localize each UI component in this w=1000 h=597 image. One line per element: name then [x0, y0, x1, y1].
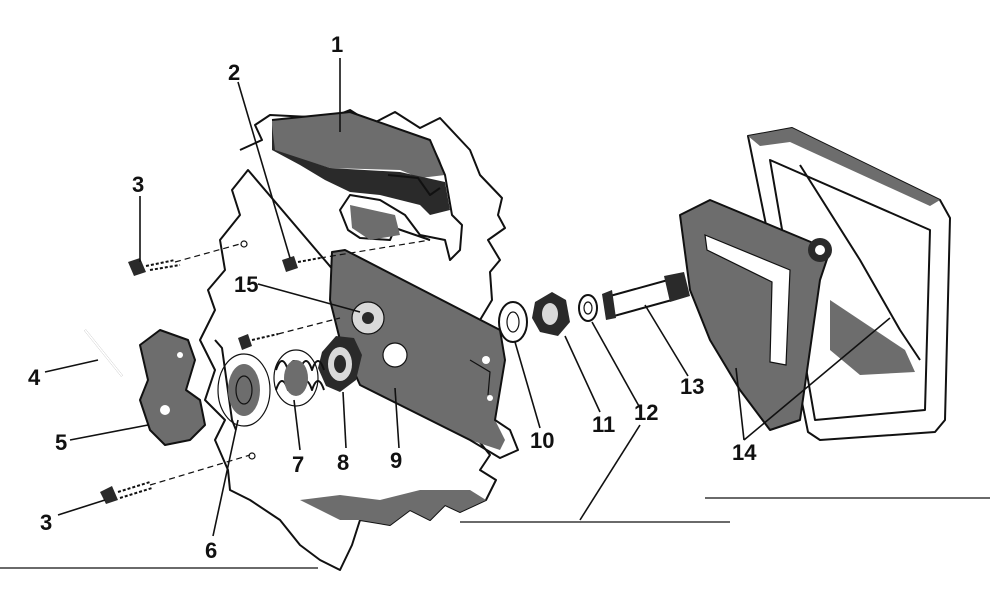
pin: [84, 329, 123, 377]
callout-8: 8: [337, 450, 349, 475]
callout-7: 7: [292, 452, 304, 477]
callout-3-upper: 3: [132, 172, 144, 197]
callout-6: 6: [205, 538, 217, 563]
callout-3-lower: 3: [40, 510, 52, 535]
callout-13: 13: [680, 374, 704, 399]
flat-washer: [498, 301, 528, 343]
callout-1: 1: [331, 32, 343, 57]
plate-rivet: [351, 301, 385, 335]
shoulder-bolt: [602, 272, 690, 320]
callout-9: 9: [390, 448, 402, 473]
assembly-guides: [149, 239, 431, 486]
callout-10: 10: [530, 428, 554, 453]
baseline-rules: [0, 497, 990, 569]
callout-15: 15: [234, 272, 258, 297]
door-handle-assembly: [679, 127, 951, 441]
latch-lever: [139, 329, 206, 446]
compression-spring: [273, 349, 325, 407]
hex-nut: [318, 336, 362, 392]
callout-2: 2: [228, 60, 240, 85]
hex-bushing: [532, 292, 570, 336]
screw-upper: [128, 258, 181, 276]
screw-lower: [100, 481, 153, 504]
callout-labels: 1 2 3 3 4 5 6 7 8 9 10 11 12 13 14 15: [28, 32, 757, 563]
callout-11: 11: [592, 412, 615, 437]
callout-12: 12: [634, 400, 658, 425]
screw-spring: [238, 333, 279, 350]
callout-14: 14: [732, 440, 757, 465]
cabinet-panel-outline: [199, 109, 506, 571]
torsion-spring: [214, 339, 271, 431]
screw-small: [282, 256, 321, 272]
lock-washer: [578, 294, 598, 322]
callout-4: 4: [28, 365, 41, 390]
callout-5: 5: [55, 430, 67, 455]
leader-lines: [44, 58, 891, 537]
latch-bracket-block: [271, 111, 463, 261]
